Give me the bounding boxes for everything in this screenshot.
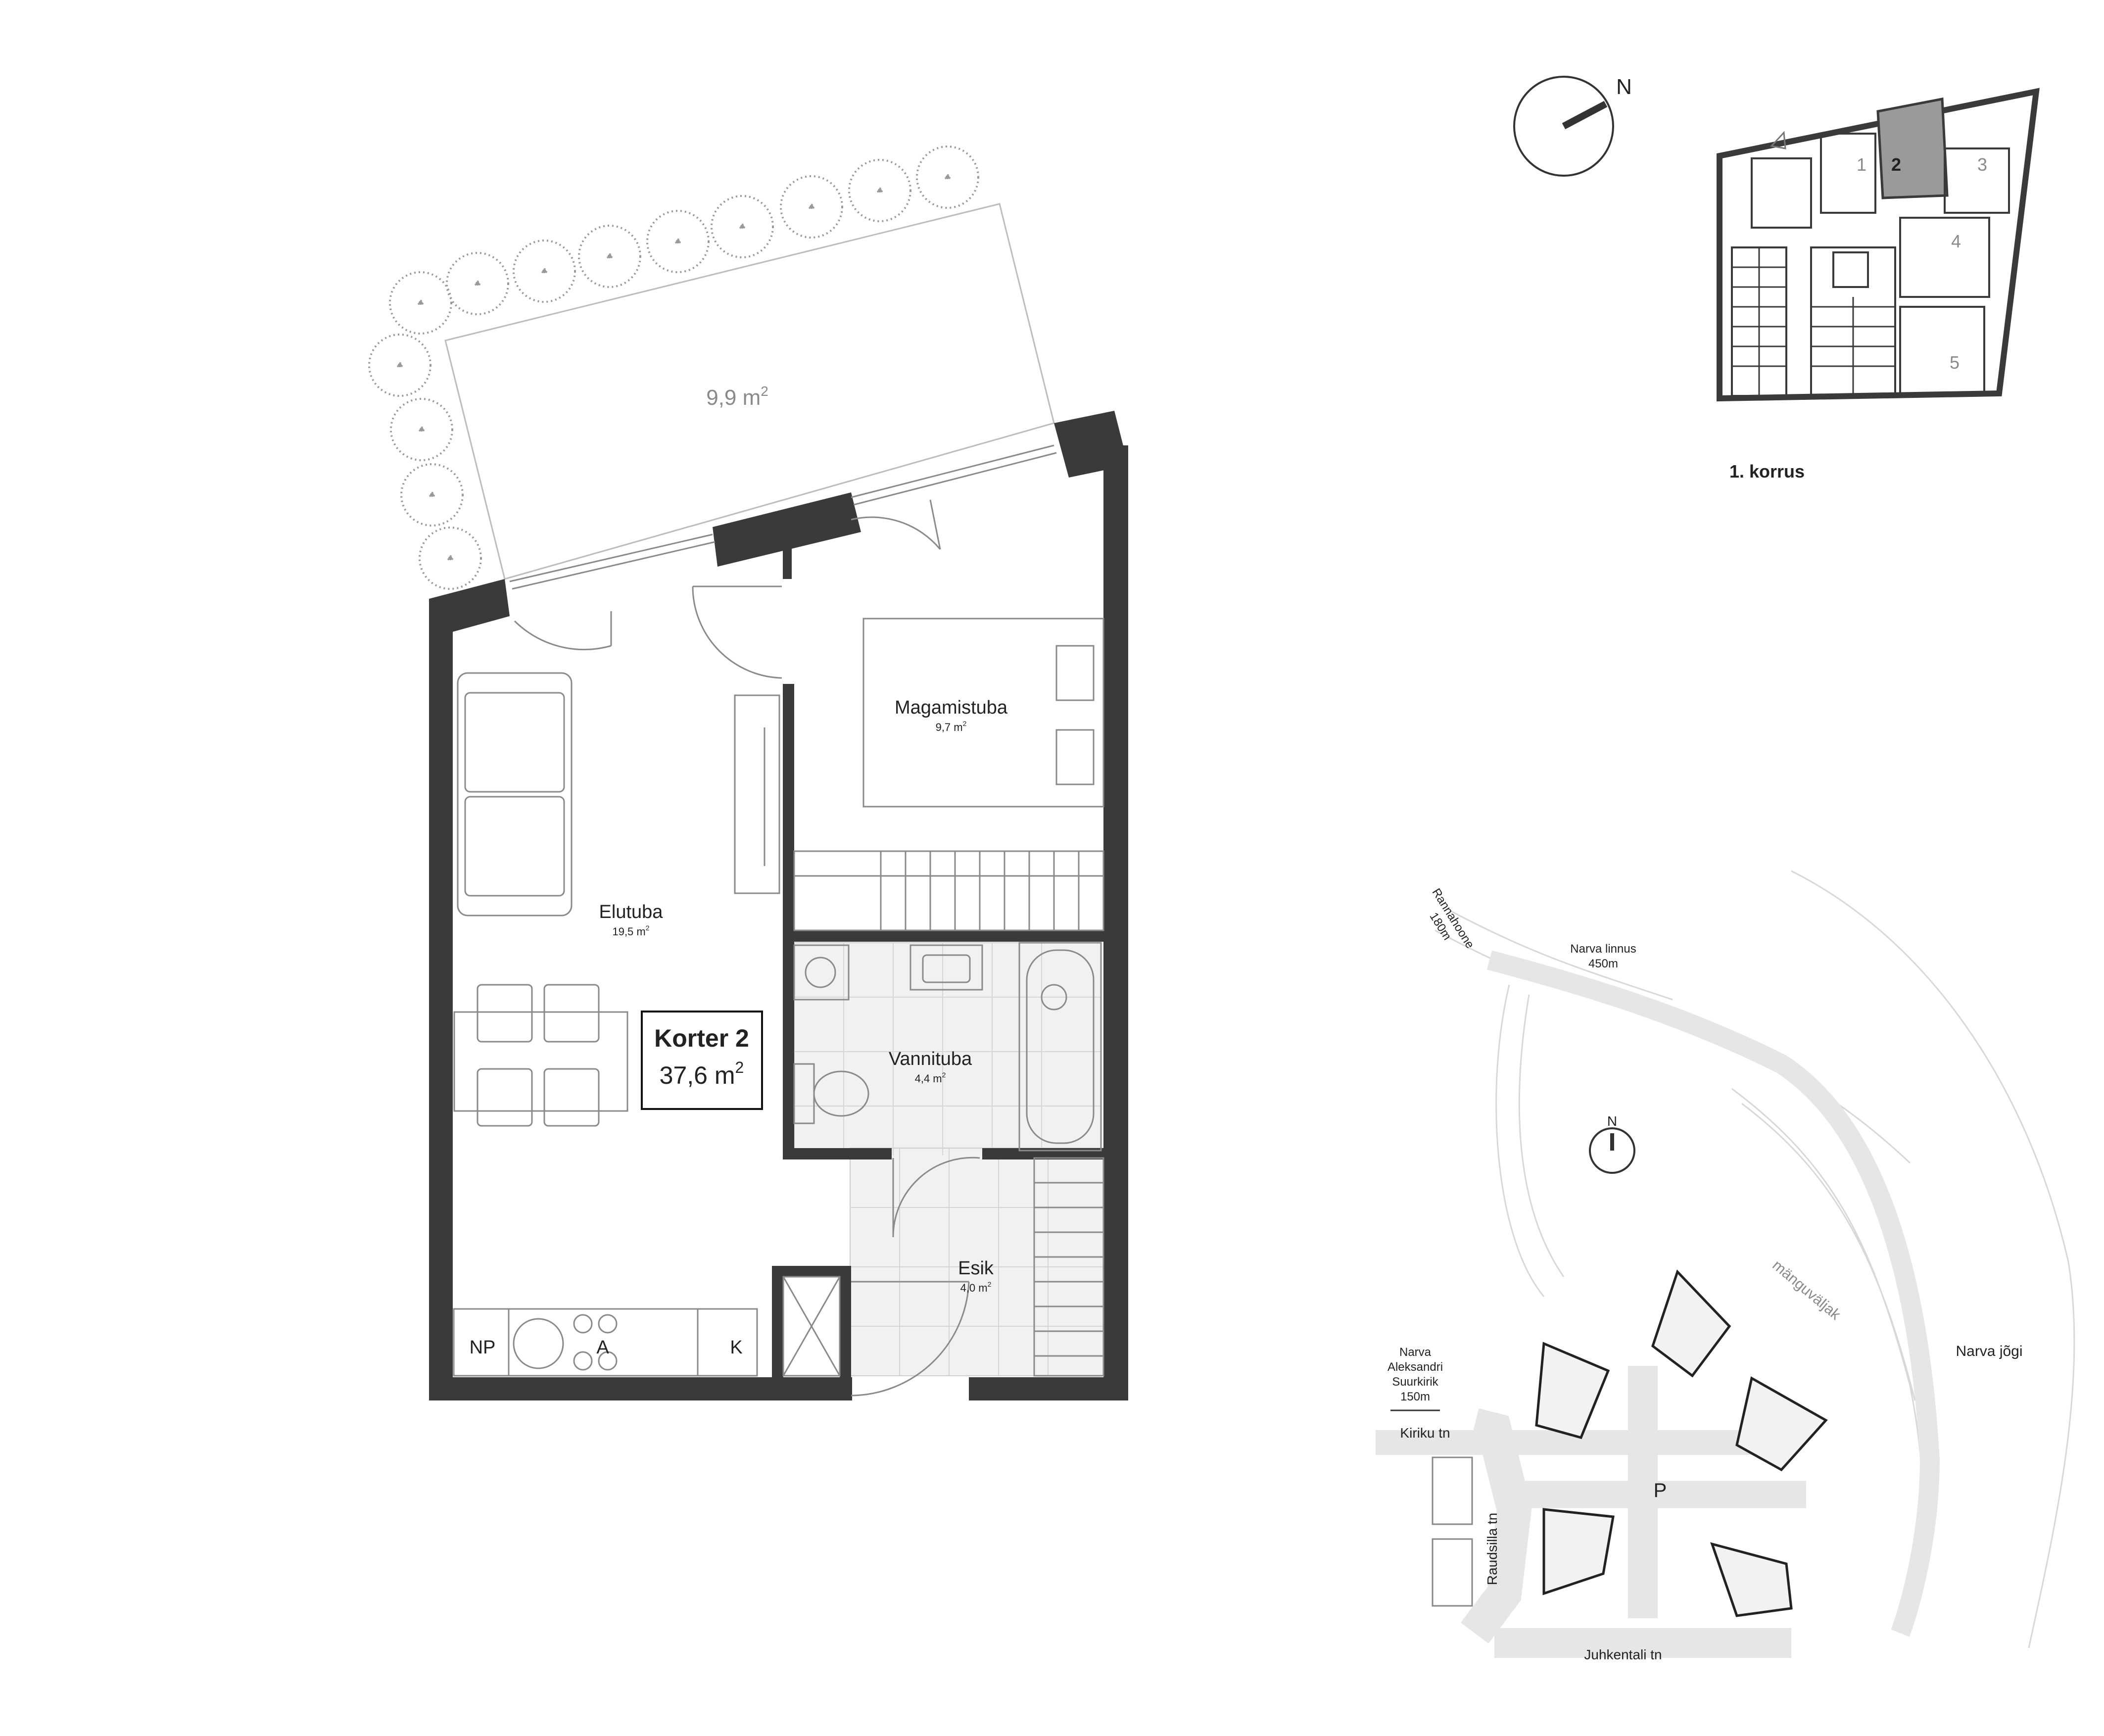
tree-icon (780, 175, 843, 239)
sofa (457, 672, 573, 916)
floor-tiles (794, 942, 1108, 1376)
svg-text:150m: 150m (1400, 1390, 1430, 1403)
unit-label: 4 (1951, 231, 1961, 251)
kitchen-counter (453, 1308, 758, 1377)
parking-label: P (1654, 1480, 1667, 1501)
room-label-esik: Esik 4,0 m2 (958, 1258, 994, 1294)
floor-plan: Korter 2 37,6 m2 Elutuba 19,5 m2 Magamis… (429, 411, 1128, 1400)
pointer-linnus: Narva linnus 450m (1570, 942, 1636, 970)
room-name: Esik (958, 1258, 994, 1279)
bed (862, 618, 1104, 808)
compass-icon: N (1513, 75, 1632, 177)
room-area: 4,4 m (915, 1072, 942, 1085)
building (1651, 1269, 1731, 1378)
tree-icon (578, 225, 641, 288)
cabinet-label: K (730, 1337, 742, 1358)
river-label: Narva jõgi (1956, 1343, 2022, 1359)
tree-icon (419, 527, 482, 590)
unit-label: 1 (1857, 154, 1866, 175)
unit-label: 5 (1950, 352, 1960, 373)
building (1735, 1376, 1828, 1472)
door-swings (514, 499, 980, 1397)
tree-icon (400, 463, 464, 527)
apartment-title: Korter 2 (654, 1024, 749, 1052)
svg-text:9,9 m2: 9,9 m2 (706, 384, 768, 410)
tree-icon (513, 240, 576, 303)
dining-set (453, 984, 628, 1127)
building (1535, 1342, 1610, 1440)
tree-icon (389, 271, 452, 335)
windows (509, 444, 1057, 590)
walls (429, 411, 1128, 1400)
street-label: Raudsilla tn (1484, 1513, 1500, 1585)
tree-icon (368, 334, 431, 397)
pointer-rannahoone: Rannahoone 180m (1427, 886, 1477, 951)
building (1710, 1542, 1793, 1617)
tree-icon (916, 145, 979, 209)
street-label: Kiriku tn (1400, 1425, 1450, 1441)
room-label-vannituba: Vannituba 4,4 m2 (889, 1049, 972, 1085)
street-label: Juhkentali tn (1584, 1647, 1662, 1662)
tree-icon (446, 252, 509, 315)
tree-icon (711, 195, 774, 258)
tv-unit (734, 694, 780, 894)
compass-north-label: N (1616, 75, 1632, 99)
room-area: 9,7 m (936, 721, 963, 733)
bathroom-fixtures (793, 942, 1102, 1152)
svg-text:4,4 m2: 4,4 m2 (915, 1071, 946, 1085)
site-compass-icon: N (1589, 1113, 1635, 1174)
tree-icon (848, 159, 911, 222)
svg-text:37,6 m2: 37,6 m2 (660, 1059, 744, 1089)
terrace-area: 9,9 m (706, 386, 761, 410)
svg-text:450m: 450m (1588, 957, 1618, 970)
room-label-elutuba: Elutuba 19,5 m2 (599, 902, 664, 938)
room-name: Elutuba (599, 902, 664, 922)
oven-label: A (596, 1337, 609, 1358)
floor-label: 1. korrus (1729, 461, 1805, 482)
tree-icon (390, 398, 453, 461)
pointer-kirik: Narva Aleksandri Suurkirik 150m (1387, 1346, 1443, 1411)
svg-text:Suurkirik: Suurkirik (1392, 1375, 1438, 1389)
svg-text:Narva: Narva (1399, 1346, 1432, 1359)
shaft (782, 1276, 841, 1377)
svg-text:9,7 m2: 9,7 m2 (936, 720, 967, 733)
svg-text:4,0 m2: 4,0 m2 (960, 1280, 992, 1294)
room-label-magamistuba: Magamistuba 9,7 m2 (895, 697, 1008, 733)
wardrobe (793, 850, 1104, 1377)
unit-label: 3 (1977, 154, 1987, 175)
apartment-area: 37,6 m (660, 1061, 735, 1089)
building (1542, 1508, 1615, 1595)
site-plan: N mänguväljak Narva jõgi P Kiriku tn Rau… (1376, 870, 2075, 1662)
fridge-label: NP (470, 1337, 496, 1358)
key-plan: 1 2 3 4 5 1. korrus (1717, 88, 2040, 482)
playground-label: mänguväljak (1769, 1257, 1844, 1323)
svg-text:19,5 m2: 19,5 m2 (612, 924, 649, 938)
site-compass-label: N (1607, 1113, 1617, 1129)
unit-label-highlighted: 2 (1891, 154, 1901, 175)
svg-text:Aleksandri: Aleksandri (1387, 1360, 1443, 1374)
tree-hedge (368, 145, 979, 590)
svg-text:Narva linnus: Narva linnus (1570, 942, 1636, 956)
room-name: Vannituba (889, 1049, 972, 1069)
room-name: Magamistuba (895, 697, 1008, 718)
tree-icon (646, 210, 710, 273)
room-area: 4,0 m (960, 1282, 988, 1294)
room-area: 19,5 m (612, 925, 645, 938)
apartment-label-box (641, 1011, 763, 1110)
